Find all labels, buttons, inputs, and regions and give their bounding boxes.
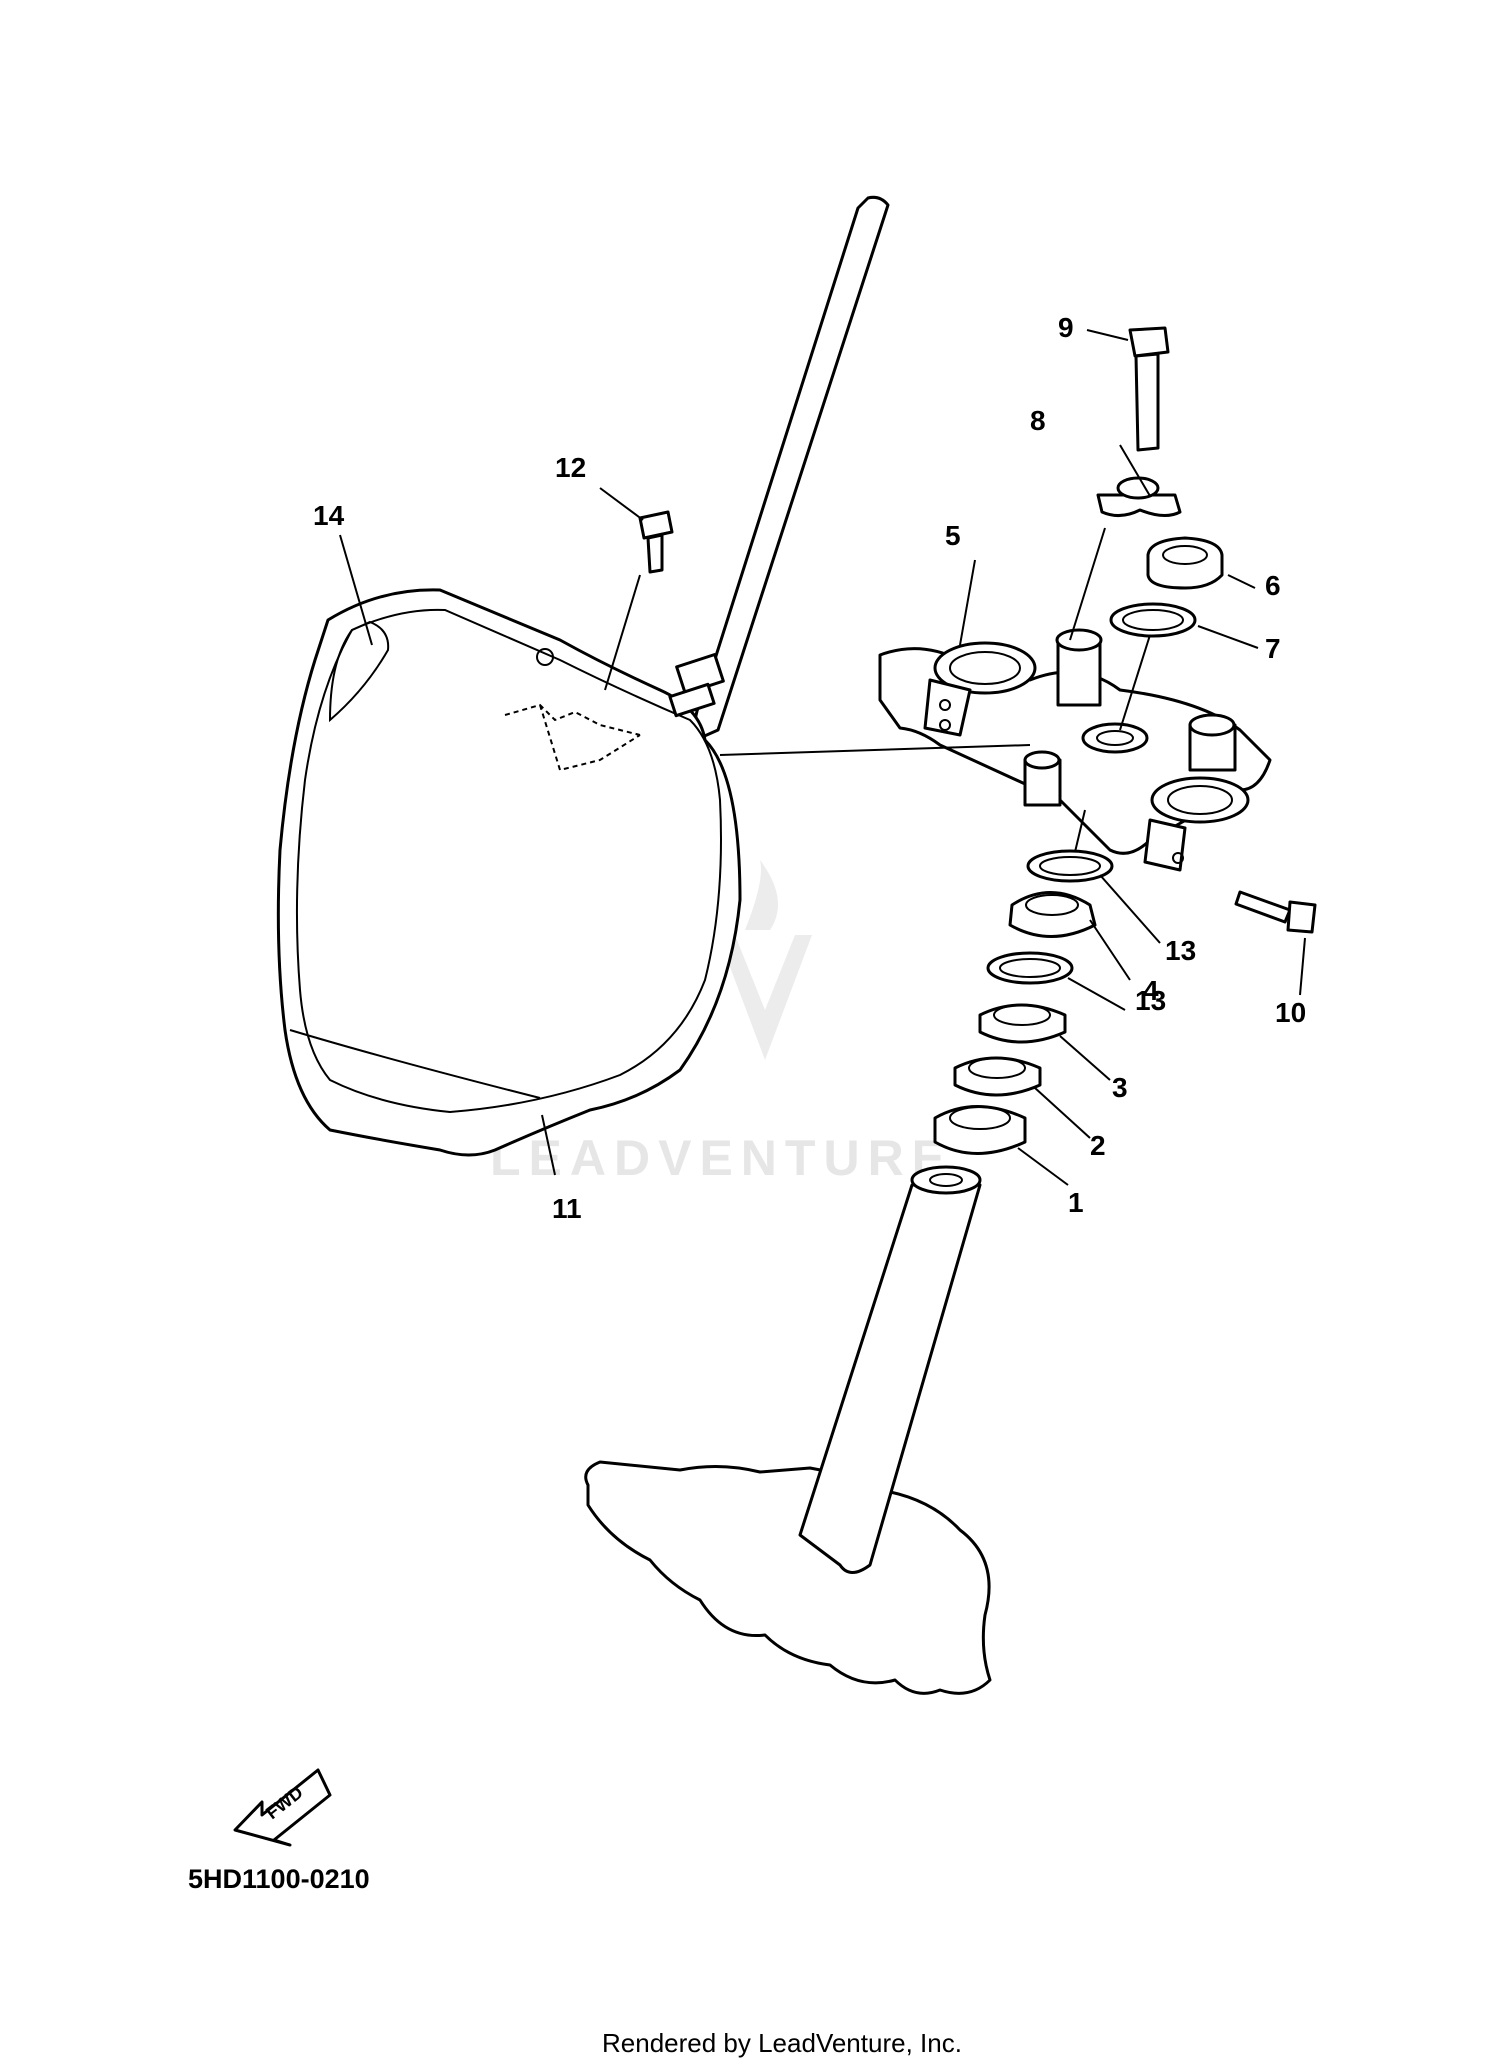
washer-7 <box>1109 602 1197 638</box>
callout-5: 5 <box>945 520 961 551</box>
washer-13-upper <box>1026 849 1114 883</box>
bolt-12 <box>638 510 674 574</box>
clamp-8 <box>1096 476 1182 517</box>
bearing-3 <box>978 1003 1067 1044</box>
callout-3: 3 <box>1112 1072 1128 1103</box>
steering-stem <box>584 1165 992 1695</box>
callout-13-lower: 13 <box>1135 985 1166 1016</box>
watermark: LEADVENTURE <box>490 860 953 1186</box>
fwd-arrow: FWD <box>233 1768 332 1847</box>
callout-12: 12 <box>555 452 586 483</box>
bolt-10 <box>1234 890 1317 934</box>
upper-bracket <box>878 628 1272 872</box>
callout-7: 7 <box>1265 633 1281 664</box>
diagram-code: 5HD1100-0210 <box>188 1864 370 1894</box>
callout-labels: 1 2 3 4 5 6 7 8 9 10 11 12 13 13 14 <box>313 312 1306 1224</box>
callout-6: 6 <box>1265 570 1281 601</box>
callout-4: 4 <box>1143 975 1159 1006</box>
callout-1: 1 <box>1068 1187 1084 1218</box>
bearing-2 <box>953 1056 1042 1097</box>
callout-8: 8 <box>1030 405 1046 436</box>
callout-14: 14 <box>313 500 345 531</box>
render-credit: Rendered by LeadVenture, Inc. <box>602 2028 962 2058</box>
leader-lines <box>339 329 1306 1186</box>
nut-6 <box>1146 536 1224 590</box>
seal-1 <box>933 1105 1027 1155</box>
assembly-lines <box>604 527 1151 853</box>
callout-11: 11 <box>552 1193 582 1224</box>
callout-9: 9 <box>1058 312 1074 343</box>
callout-10: 10 <box>1275 997 1306 1028</box>
ring-nut-4 <box>1008 891 1097 938</box>
number-plate <box>276 195 890 1157</box>
callout-2: 2 <box>1090 1130 1106 1161</box>
bolt-9 <box>1128 326 1170 452</box>
washer-13-lower <box>986 951 1074 985</box>
callout-13-upper: 13 <box>1165 935 1196 966</box>
watermark-text: LEADVENTURE <box>490 1130 953 1186</box>
